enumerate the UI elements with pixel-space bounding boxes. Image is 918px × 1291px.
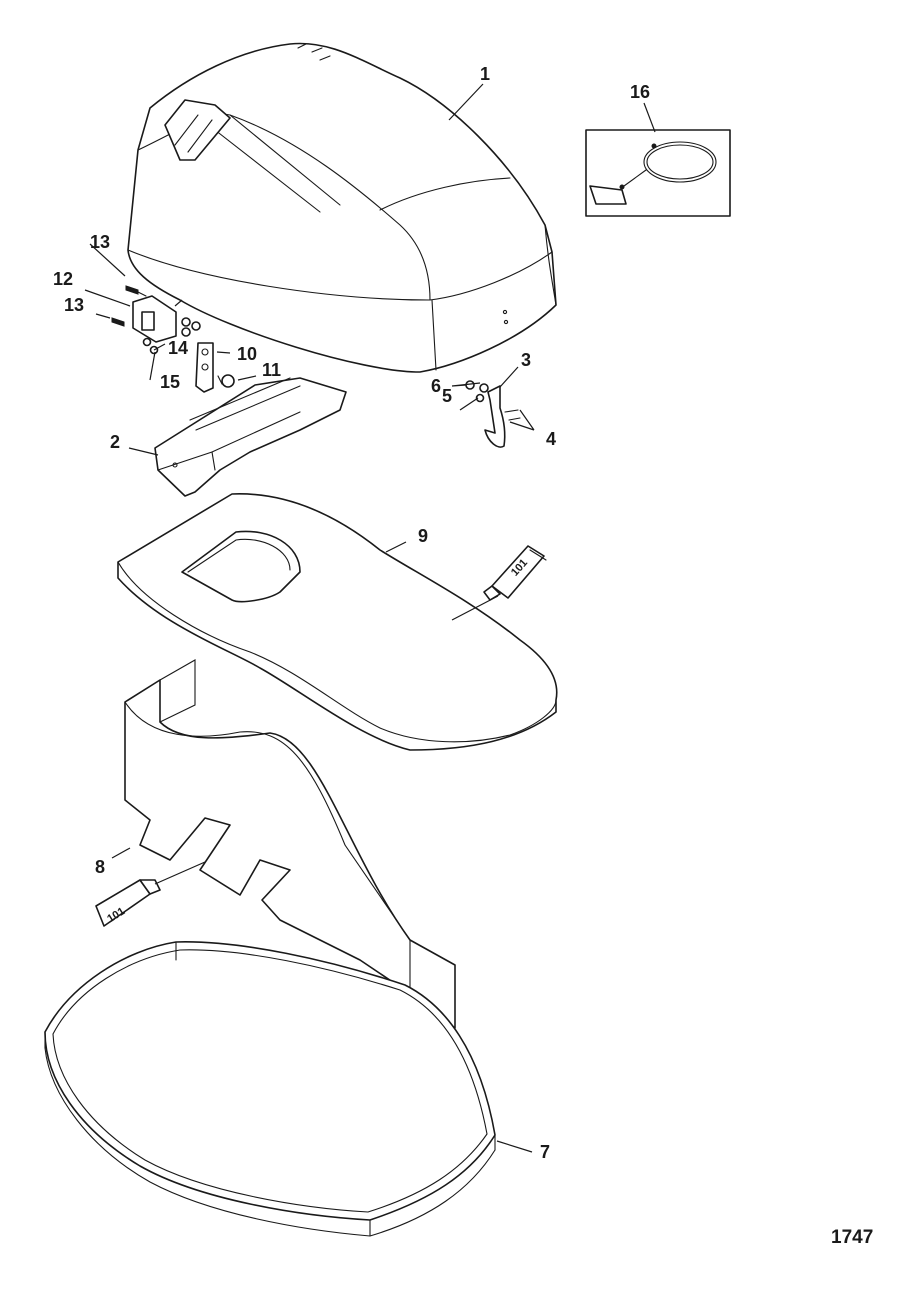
label-15: 15 <box>160 372 180 392</box>
lanyard-kit[interactable] <box>585 129 731 217</box>
front-hook-hardware[interactable] <box>465 380 521 448</box>
latch-hardware[interactable] <box>111 285 235 393</box>
seal-plate[interactable] <box>117 493 558 751</box>
sealant-tube-lower <box>95 879 161 927</box>
label-16: 16 <box>630 82 650 102</box>
label-9: 9 <box>418 526 428 546</box>
label-14: 14 <box>168 338 188 358</box>
top-cowl[interactable] <box>127 42 557 373</box>
label-13-lower: 13 <box>64 295 84 315</box>
label-1: 1 <box>480 64 490 84</box>
label-13-upper: 13 <box>90 232 110 252</box>
figure-number: 1747 <box>831 1227 873 1248</box>
leader-lines <box>84 83 656 1153</box>
label-3: 3 <box>521 350 531 370</box>
seal-gasket[interactable] <box>44 941 496 1237</box>
label-12: 12 <box>53 269 73 289</box>
lower-support-brace[interactable] <box>124 659 456 1029</box>
label-5: 5 <box>442 386 452 406</box>
rear-latch-bracket[interactable] <box>154 377 347 497</box>
label-6: 6 <box>431 376 441 396</box>
label-7: 7 <box>540 1142 550 1162</box>
label-10: 10 <box>237 344 257 364</box>
label-2: 2 <box>110 432 120 452</box>
label-8: 8 <box>95 857 105 877</box>
part-labels: 1 16 13 12 13 14 10 15 11 3 6 5 4 2 9 8 … <box>53 64 873 1248</box>
label-4: 4 <box>546 429 556 449</box>
label-11: 11 <box>262 360 281 380</box>
sealant-tube-upper <box>483 545 547 601</box>
